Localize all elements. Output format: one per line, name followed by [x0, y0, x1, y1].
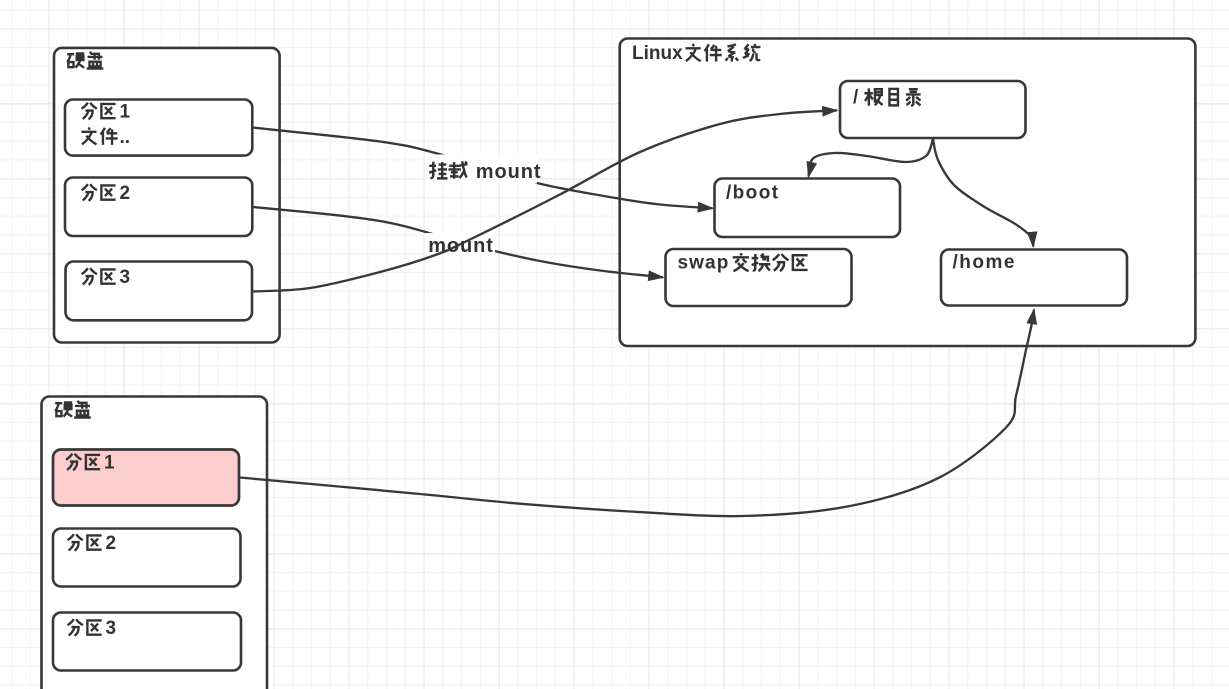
- svg-text:mount: mount: [428, 235, 494, 257]
- svg-text:/: /: [853, 87, 859, 108]
- svg-text:..: ..: [120, 127, 131, 148]
- svg-text:2: 2: [120, 183, 131, 204]
- svg-text:2: 2: [106, 533, 117, 554]
- svg-text:mount: mount: [476, 161, 542, 183]
- svg-text:1: 1: [120, 101, 131, 122]
- svg-text:3: 3: [106, 618, 117, 639]
- svg-text:Linux: Linux: [632, 43, 683, 64]
- svg-text:/home: /home: [953, 252, 1016, 273]
- svg-text:3: 3: [120, 267, 131, 288]
- svg-text:1: 1: [104, 452, 115, 473]
- svg-text:swap: swap: [678, 252, 730, 273]
- svg-text:/boot: /boot: [726, 183, 779, 204]
